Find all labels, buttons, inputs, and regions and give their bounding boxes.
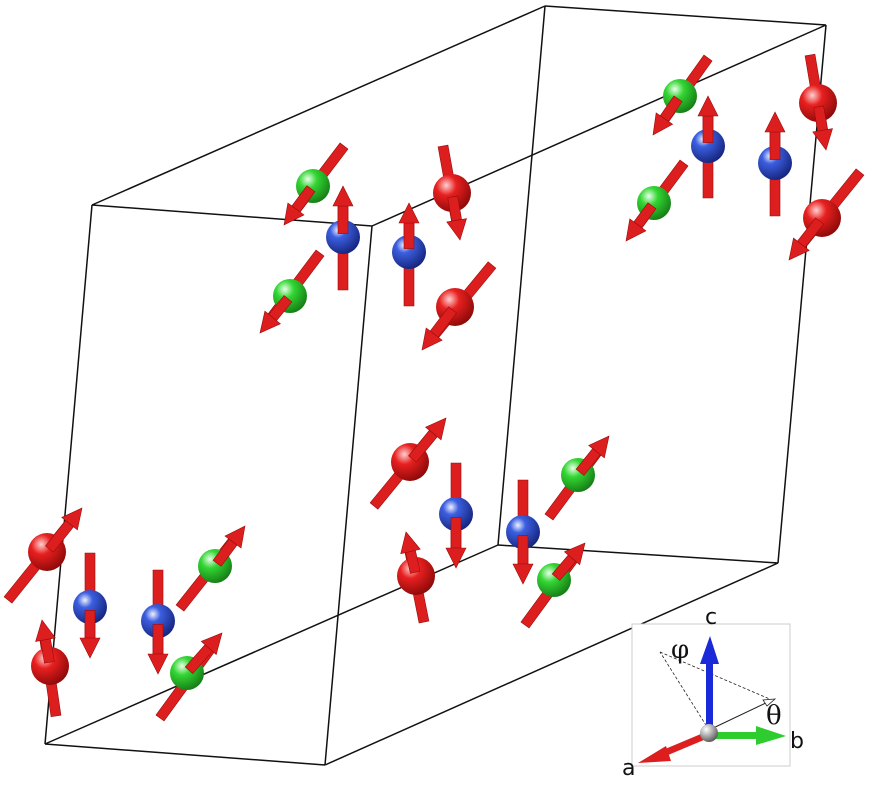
spin-arrow-front [403, 222, 415, 249]
red-atom [799, 84, 837, 122]
spin-arrow-head [764, 111, 786, 133]
spin-arrow-head [35, 619, 56, 642]
spin-arrow-head [200, 632, 223, 656]
blue-atom [758, 146, 792, 180]
red-atom [433, 174, 471, 212]
blue-atom-with-spin [73, 552, 107, 659]
blue-atom-with-spin [758, 111, 792, 217]
blue-atom [439, 497, 473, 531]
spin-arrow-head [79, 637, 101, 659]
blue-atom-with-spin [326, 185, 360, 291]
spin-arrow-head [425, 417, 447, 441]
phi-guide-line [659, 651, 710, 731]
blue-atom [73, 590, 107, 624]
theta-guide-line [659, 651, 773, 701]
cell-edge [91, 5, 546, 206]
b-axis-shaft [712, 732, 758, 739]
cell-edge [324, 562, 779, 766]
c-axis-label: c [705, 605, 717, 630]
blue-atom [691, 129, 725, 163]
red-atom-with-spin [799, 53, 837, 151]
origin-atom [700, 724, 718, 742]
blue-atom [141, 604, 175, 638]
blue-atom-with-spin [141, 569, 175, 675]
spin-arrow-head [625, 218, 647, 242]
cell-edge [324, 225, 373, 766]
a-axis-shaft [658, 731, 711, 758]
spin-arrow-head [563, 542, 586, 566]
cell-edge [91, 204, 373, 227]
spin-arrow-head [398, 202, 420, 224]
blue-atom [326, 220, 360, 254]
c-axis-shaft [706, 660, 713, 726]
blue-atom-with-spin [506, 479, 540, 585]
spin-arrow-front [337, 205, 349, 234]
spin-arrow-head [697, 95, 719, 117]
spin-arrow-head [224, 525, 246, 549]
green-atom-with-spin [652, 54, 713, 136]
red-atom-with-spin [369, 417, 447, 510]
direction-vector-head [762, 698, 777, 707]
spin-arrow-head [147, 653, 169, 675]
spin-arrow-front [517, 535, 529, 565]
spin-arrow-head [512, 563, 534, 585]
direction-vector [708, 699, 773, 731]
phi-label: φ [671, 635, 689, 665]
axis-legend: c b a φ θ [622, 605, 804, 781]
blue-atom-with-spin [392, 202, 426, 307]
red-atom-with-spin [788, 168, 865, 261]
red-atom-with-spin [421, 261, 497, 351]
cell-edge [544, 5, 827, 26]
cell-edge [497, 544, 779, 564]
b-axis-label: b [790, 729, 804, 754]
red-atom [397, 557, 435, 595]
spin-arrow-front [84, 610, 96, 639]
green-atom-with-spin [259, 249, 325, 334]
theta-label: θ [766, 701, 782, 731]
a-axis-label: a [622, 756, 635, 781]
spin-arrow-head [588, 435, 610, 459]
red-atom-with-spin [397, 531, 435, 624]
b-axis-head [756, 726, 786, 745]
a-axis-head [638, 746, 671, 763]
spin-arrow-head [259, 310, 281, 334]
atoms-layer [3, 53, 865, 722]
blue-atom [392, 235, 426, 269]
spin-arrow-head [812, 128, 833, 151]
spin-arrow-head [446, 218, 467, 241]
spin-arrow-head [61, 507, 83, 531]
spin-arrow-front [769, 131, 781, 160]
blue-atom-with-spin [439, 462, 473, 569]
green-atom-with-spin [175, 525, 246, 612]
spin-arrow-front [702, 115, 714, 143]
green-atom-with-spin [544, 435, 610, 521]
green-atom-with-spin [155, 632, 223, 722]
red-atom-with-spin [433, 144, 471, 241]
cell-edge [44, 743, 326, 766]
red-atom [31, 647, 69, 685]
blue-atom-with-spin [691, 95, 725, 199]
spin-arrow-head [400, 531, 421, 555]
spin-arrow-head [652, 112, 674, 136]
spin-arrow-front [152, 624, 164, 655]
spin-arrow-head [788, 237, 810, 261]
red-atom-with-spin [31, 619, 69, 718]
green-atom-with-spin [520, 542, 586, 629]
green-atom-with-spin [625, 159, 689, 242]
spin-arrow-head [332, 185, 354, 207]
spin-arrow-head [283, 202, 305, 226]
spin-arrow-head [421, 327, 443, 351]
c-axis-head [700, 636, 719, 664]
red-atom-with-spin [3, 507, 83, 604]
blue-atom [506, 515, 540, 549]
spin-arrow-front [450, 517, 462, 549]
spin-arrow-head [445, 547, 467, 569]
green-atom-with-spin [283, 142, 349, 226]
cell-edge [497, 5, 546, 546]
